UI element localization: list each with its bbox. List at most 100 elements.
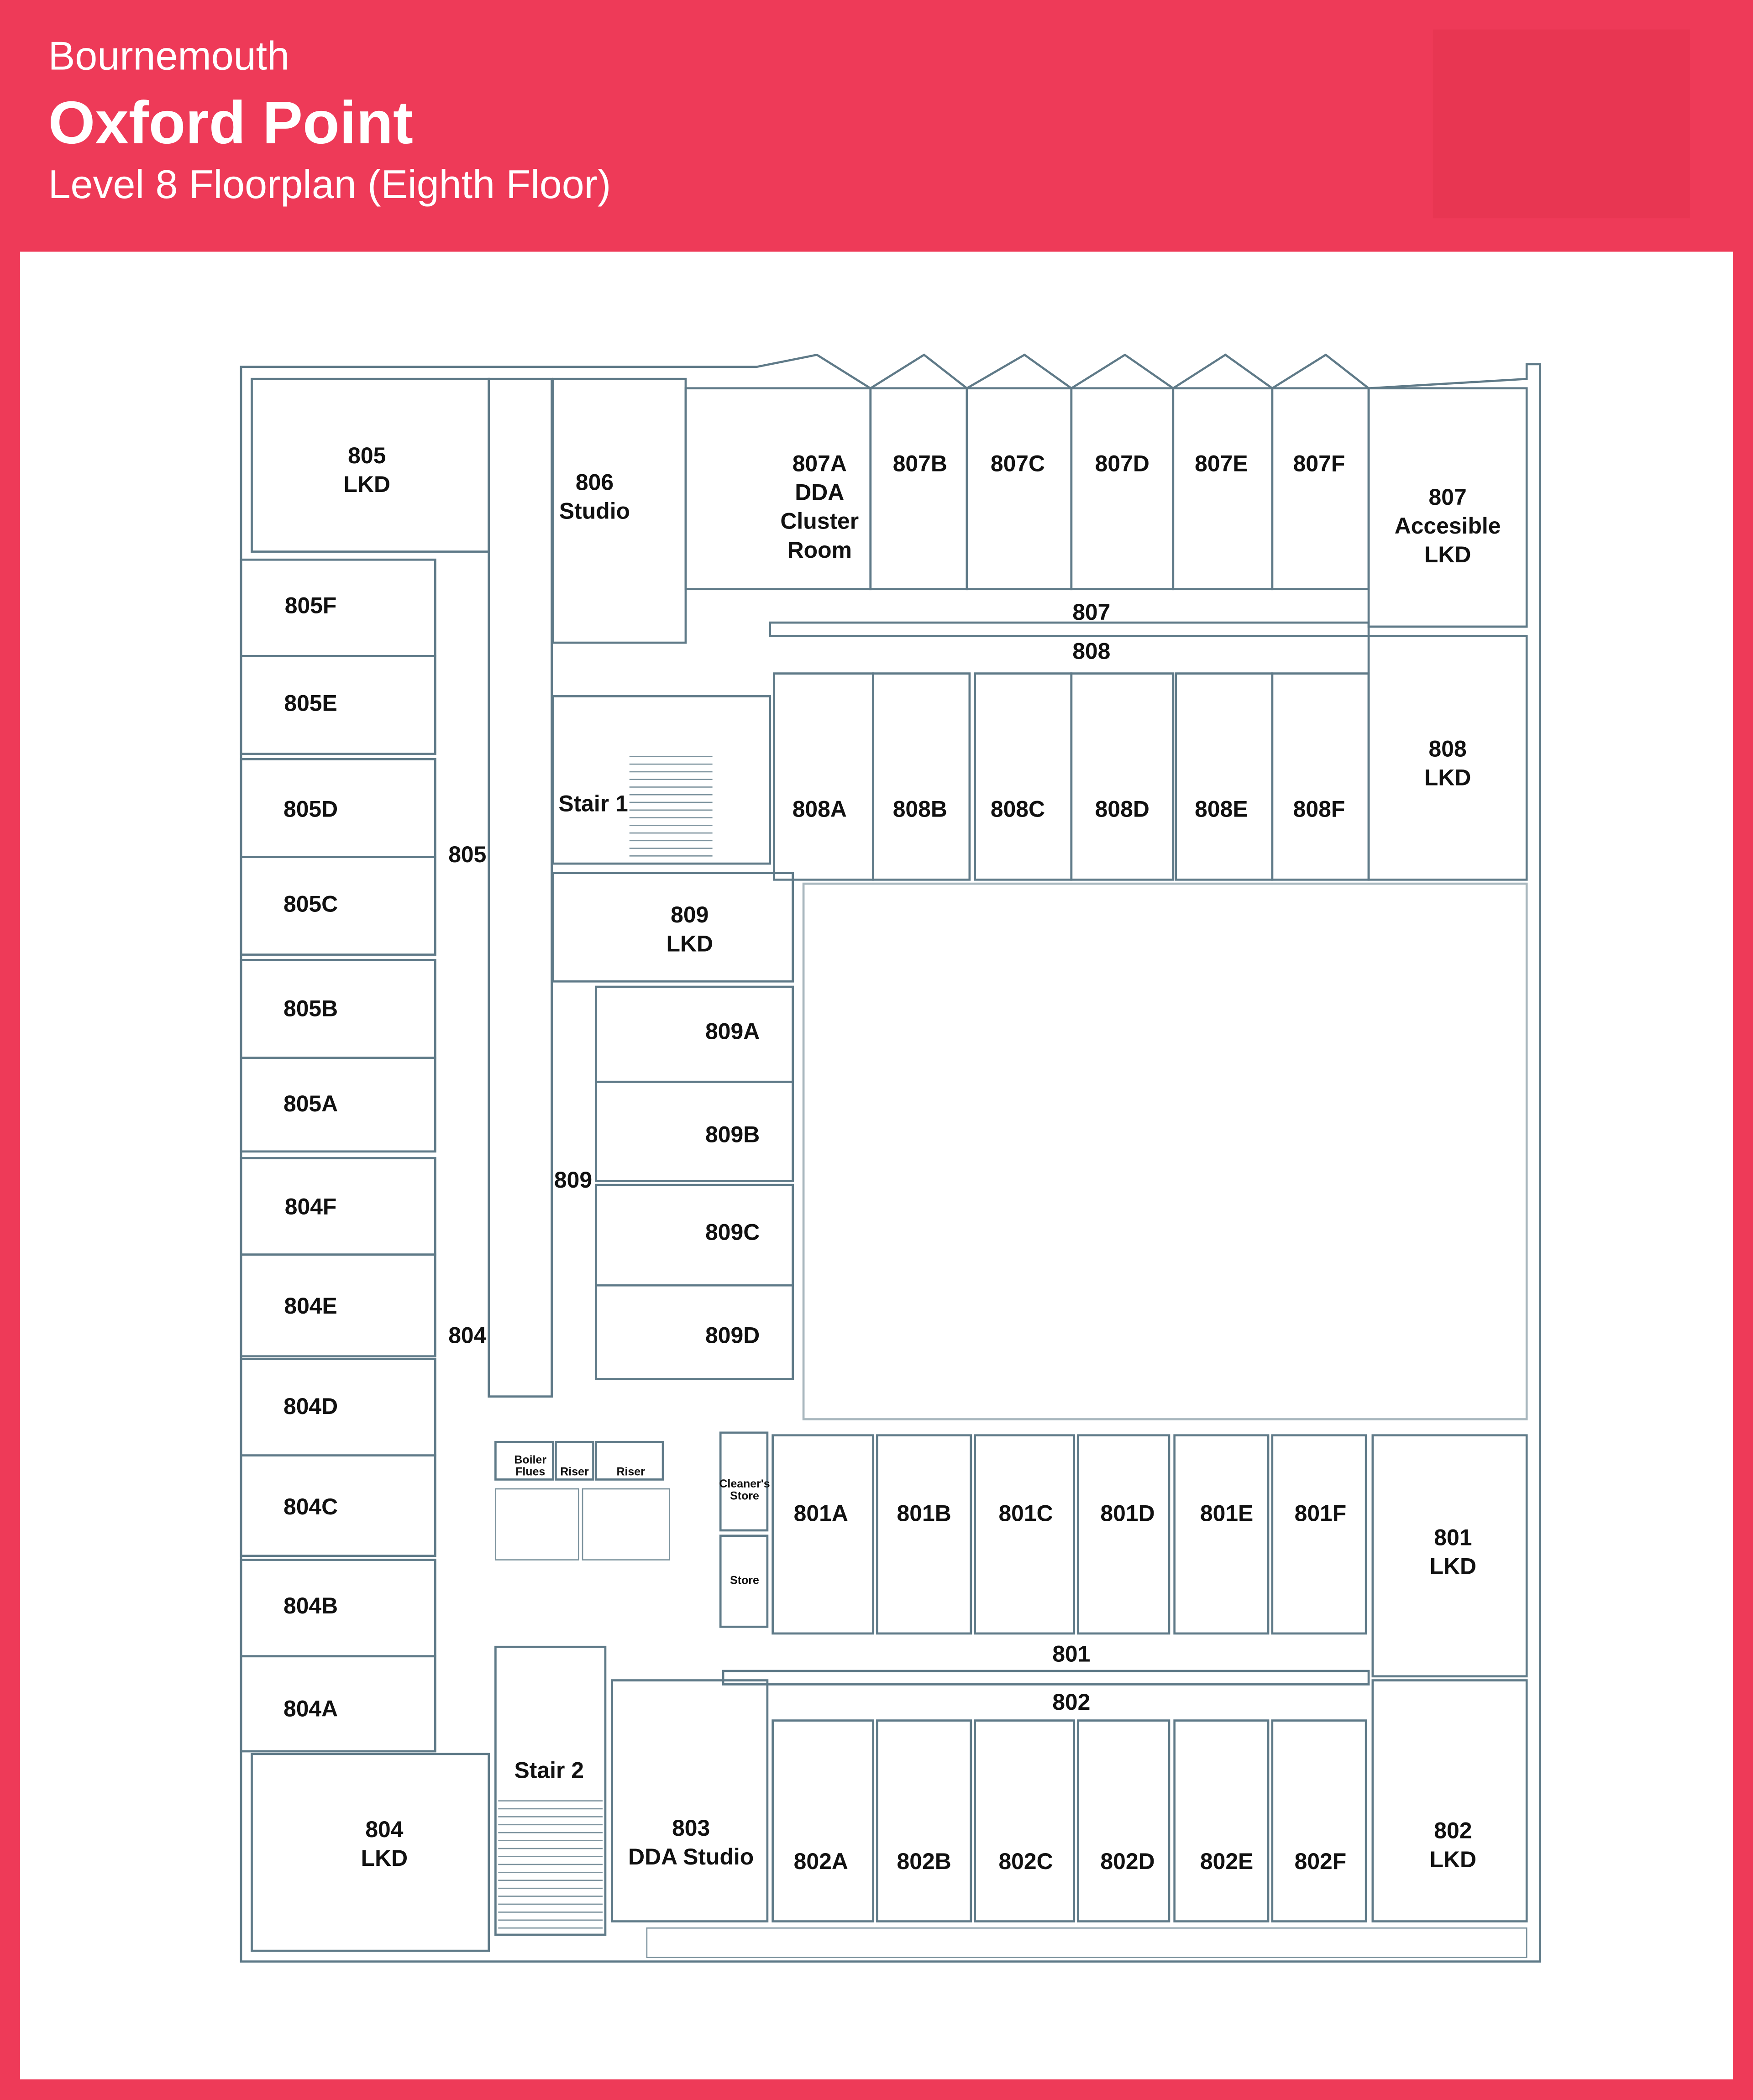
room-label: 804C <box>283 1494 338 1519</box>
room-outline <box>1070 387 1175 591</box>
room-809a[interactable]: 809A <box>595 985 794 1083</box>
room-808a[interactable]: 808A <box>773 672 874 881</box>
room-807d[interactable]: 807D <box>1070 387 1175 591</box>
room-801a[interactable]: 801A <box>772 1434 874 1635</box>
room-outline <box>240 1253 436 1357</box>
room-808c[interactable]: 808C <box>974 672 1073 881</box>
room-label: 804 <box>365 1817 403 1842</box>
room-label: Riser <box>617 1466 646 1478</box>
room-outline <box>595 1080 794 1182</box>
room-802a[interactable]: 802A <box>772 1719 874 1922</box>
corridor-label: 807 <box>1072 599 1110 625</box>
room-809d[interactable]: 809D <box>595 1284 794 1380</box>
room-outline <box>552 872 794 983</box>
room-804a[interactable]: 804A <box>240 1655 436 1753</box>
floorplan-subtitle: Level 8 Floorplan (Eighth Floor) <box>48 163 611 208</box>
room-label: Riser <box>560 1466 589 1478</box>
room-805d[interactable]: 805D <box>240 758 436 858</box>
room-802f[interactable]: 802F <box>1271 1719 1367 1922</box>
room-outline <box>251 1753 490 1952</box>
room-804d[interactable]: 804D <box>240 1358 436 1457</box>
room-802d[interactable]: 802D <box>1077 1719 1170 1922</box>
room-riser[interactable]: Riser <box>555 1441 594 1481</box>
room-label: 804B <box>283 1593 338 1618</box>
room-804c[interactable]: 804C <box>240 1454 436 1557</box>
room-808f[interactable]: 808F <box>1271 672 1370 881</box>
room-label: 804D <box>283 1393 338 1419</box>
room-outline <box>1070 672 1175 881</box>
room-808b[interactable]: 808B <box>872 672 971 881</box>
room-outline <box>719 1431 769 1532</box>
room-808e[interactable]: 808E <box>1175 672 1274 881</box>
room-805e[interactable]: 805E <box>240 655 436 755</box>
room-label: 807B <box>893 451 947 477</box>
room-label: 809A <box>705 1018 760 1044</box>
room-807f[interactable]: 807F <box>1271 387 1370 591</box>
room-802b[interactable]: 802B <box>876 1719 972 1922</box>
room-outline <box>595 1441 664 1481</box>
room-stair-2[interactable]: Stair 2 <box>494 1645 607 1936</box>
room-label: Accesible <box>1395 513 1501 539</box>
room-label: 804E <box>284 1293 337 1319</box>
room-outline <box>240 1655 436 1753</box>
room-label: 801E <box>1200 1500 1253 1526</box>
room-store[interactable]: Store <box>719 1534 769 1628</box>
room-801e[interactable]: 801E <box>1173 1434 1270 1635</box>
room-outline <box>1367 387 1528 628</box>
room-805b[interactable]: 805B <box>240 958 436 1059</box>
room-807c[interactable]: 807C <box>966 387 1073 591</box>
room-riser[interactable]: Riser <box>595 1441 664 1481</box>
room-stair-1[interactable]: Stair 1 <box>552 695 772 865</box>
room-805f[interactable]: 805F <box>240 558 436 657</box>
room-label: Stair 2 <box>514 1758 584 1783</box>
room-label: 801B <box>897 1500 951 1526</box>
corridor-label: 808 <box>1072 638 1110 664</box>
room-802e[interactable]: 802E <box>1173 1719 1270 1922</box>
room-outline <box>595 1284 794 1380</box>
room-807e[interactable]: 807E <box>1172 387 1274 591</box>
room-801d[interactable]: 801D <box>1077 1434 1170 1635</box>
room-804f[interactable]: 804F <box>240 1157 436 1256</box>
room-801c[interactable]: 801C <box>974 1434 1076 1635</box>
room-label: 802C <box>998 1849 1053 1874</box>
room-809b[interactable]: 809B <box>595 1080 794 1182</box>
room-802c[interactable]: 802C <box>974 1719 1076 1922</box>
room-label: 809D <box>705 1322 760 1348</box>
room-outline <box>1271 387 1370 591</box>
room-outline <box>494 1441 554 1481</box>
room-outline <box>1077 1719 1170 1922</box>
room-label: 807F <box>1293 451 1345 477</box>
room-809c[interactable]: 809C <box>595 1184 794 1287</box>
room-outline <box>1367 635 1528 881</box>
room-804b[interactable]: 804B <box>240 1559 436 1658</box>
room-804e[interactable]: 804E <box>240 1253 436 1357</box>
room-805c[interactable]: 805C <box>240 856 436 956</box>
room-805a[interactable]: 805A <box>240 1057 436 1153</box>
room-label: 807E <box>1195 451 1248 477</box>
room-808d[interactable]: 808D <box>1070 672 1175 881</box>
room-801b[interactable]: 801B <box>876 1434 972 1635</box>
room-label: 808C <box>991 796 1045 822</box>
room-801f[interactable]: 801F <box>1271 1434 1367 1635</box>
room-label: 801F <box>1295 1500 1347 1526</box>
room-label: Store <box>730 1574 759 1587</box>
room-label: 805E <box>284 691 337 716</box>
room-outline <box>240 856 436 956</box>
room-outline <box>869 387 968 591</box>
room-807b[interactable]: 807B <box>869 387 968 591</box>
room-label: 808D <box>1095 796 1149 822</box>
